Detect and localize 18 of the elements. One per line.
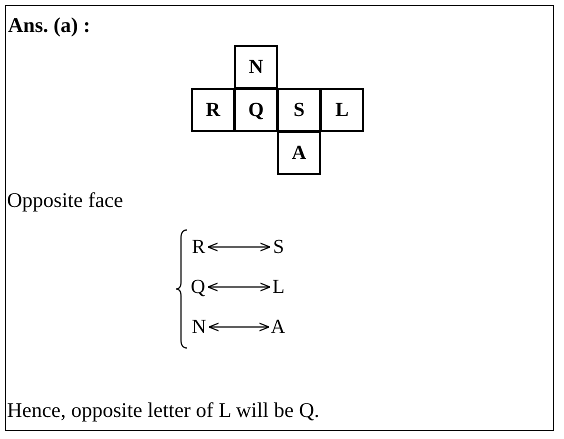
face-letter: S	[271, 236, 286, 258]
face-letter: L	[271, 276, 286, 298]
face-letter: N	[190, 316, 208, 338]
section-text: Opposite face	[7, 188, 124, 213]
conclusion-text: Hence, opposite letter of L will be Q.	[7, 398, 320, 423]
net-face-letter: L	[320, 88, 364, 132]
net-face-letter: N	[234, 45, 278, 89]
face-letter: A	[270, 316, 286, 338]
net-face-letter: S	[277, 88, 321, 132]
net-face-letter: A	[277, 131, 321, 175]
net-face-letter: Q	[234, 88, 278, 132]
face-letter: Q	[189, 276, 207, 298]
face-letter: R	[190, 236, 207, 258]
double-arrow	[207, 242, 271, 252]
answer-heading: Ans. (a) :	[8, 13, 90, 38]
double-arrow	[207, 282, 271, 292]
net-face-letter: R	[191, 88, 235, 132]
double-arrow	[208, 322, 270, 332]
